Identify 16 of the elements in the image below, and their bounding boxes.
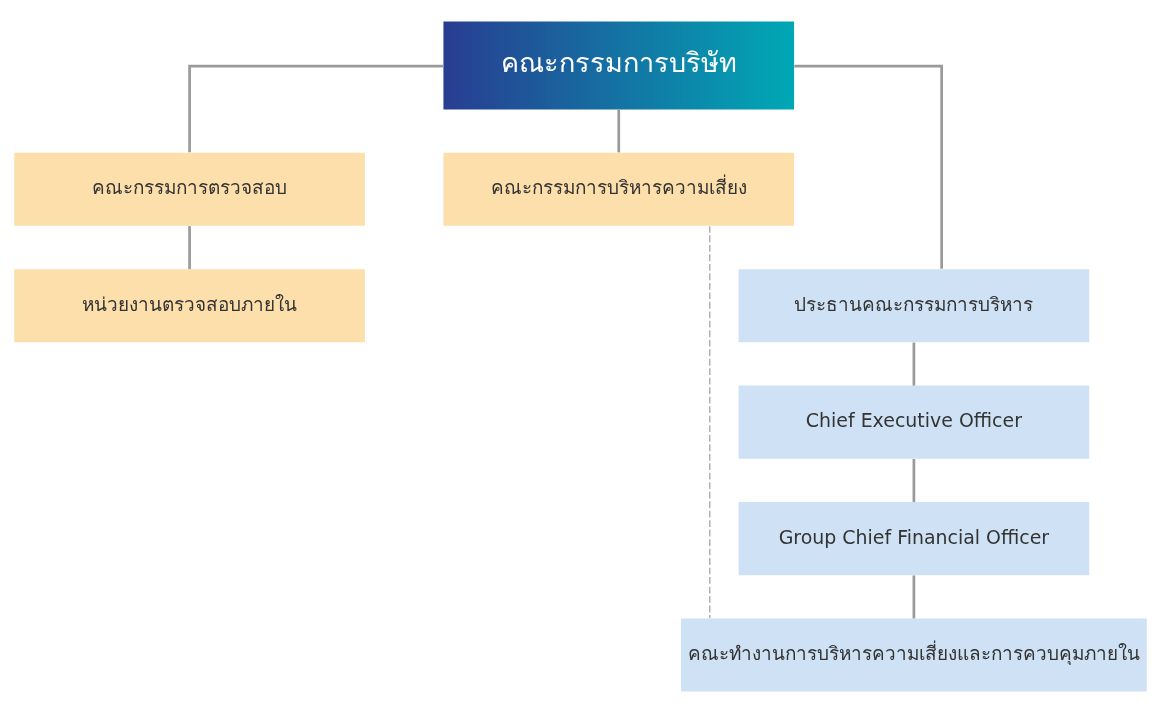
connector [188, 225, 191, 269]
connector [912, 458, 916, 502]
node-box: Chief Executive Officer [738, 385, 1090, 459]
connector [188, 64, 443, 152]
connector [617, 108, 621, 152]
node-box: คณะทำงานการบริหารความเสี่ยงและการควบคุมภายใน [681, 618, 1147, 692]
node-box: Group Chief Financial Officer [738, 501, 1090, 575]
node-box: คณะกรรมการบริหารความเสี่ยง [443, 152, 795, 226]
connector [794, 64, 943, 269]
node-box: คณะกรรมการบริษัท [443, 20, 795, 109]
connector [912, 342, 916, 386]
node-box: หน่วยงานตรวจสอบภายใน [14, 268, 365, 342]
node-box: คณะกรรมการตรวจสอบ [14, 152, 365, 226]
node-box: ประธานคณะกรรมการบริหาร [738, 268, 1090, 342]
connector [912, 574, 916, 618]
connector [709, 225, 711, 619]
